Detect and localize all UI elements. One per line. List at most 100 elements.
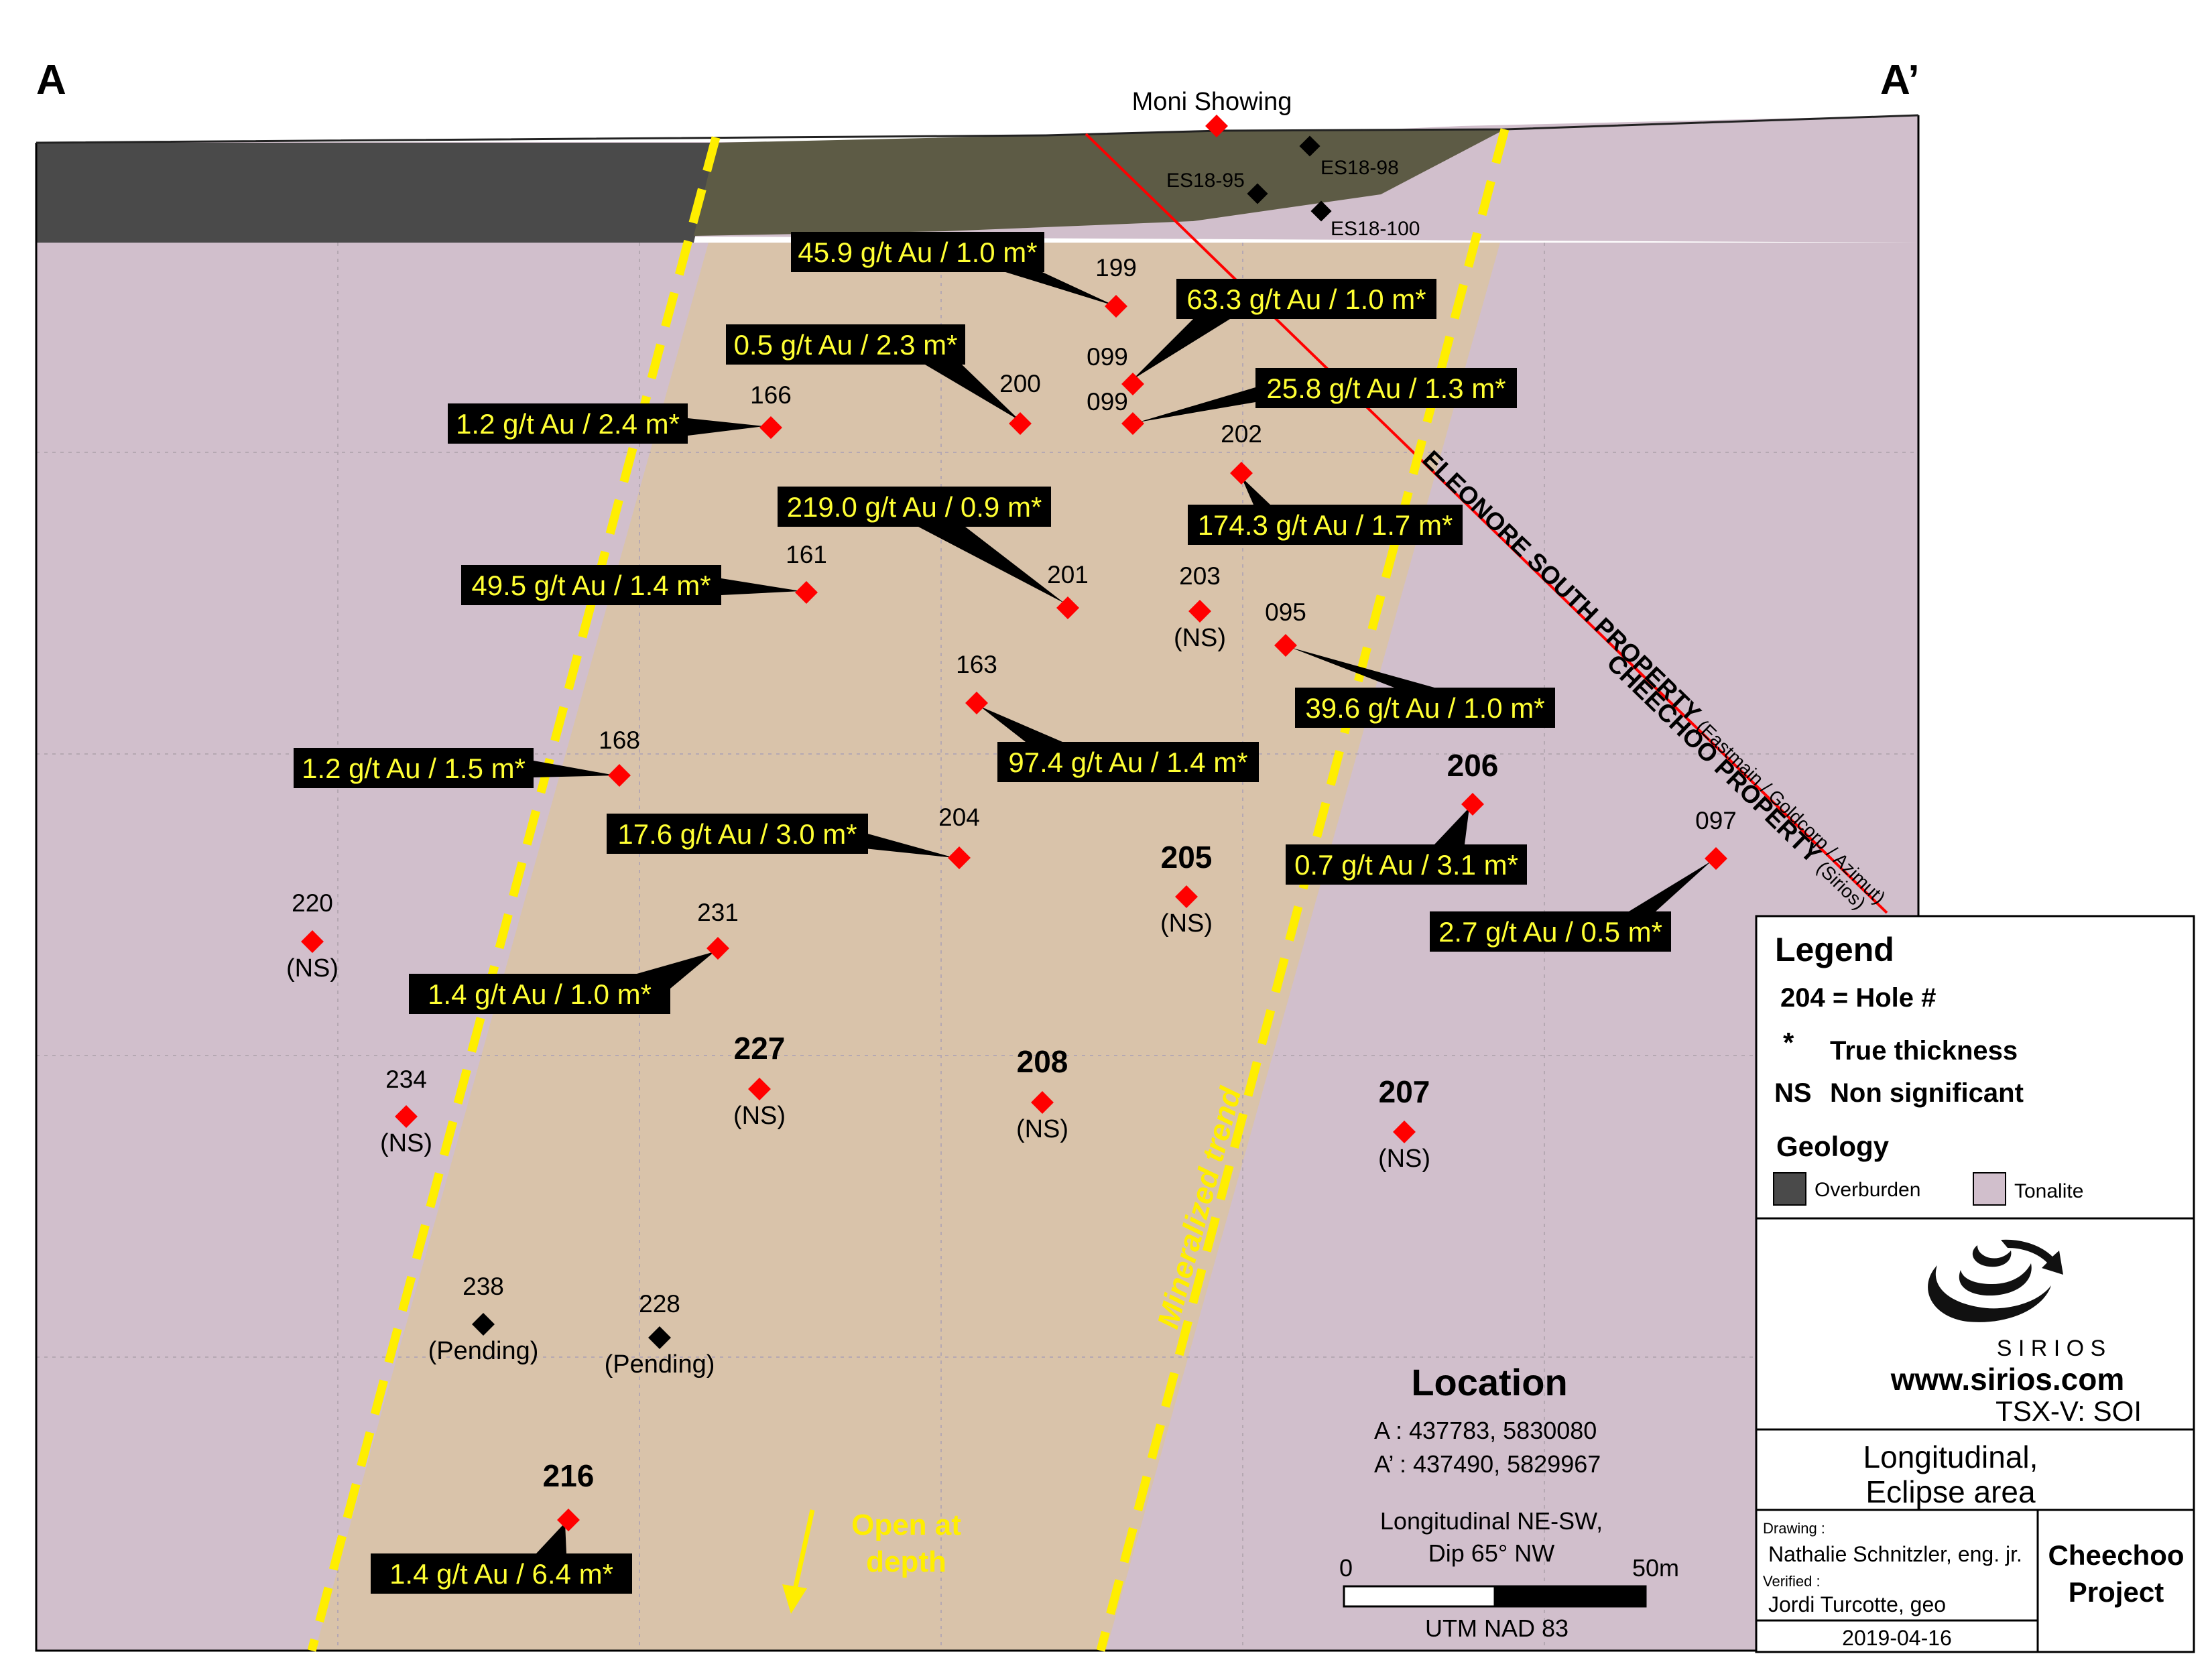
drill-hole-marker[interactable]	[472, 1313, 495, 1336]
intercept-label[interactable]: 0.7 g/t Au / 3.1 m*	[1294, 849, 1518, 881]
intercept-leader	[1629, 861, 1711, 911]
open-at-depth-arrow	[782, 1509, 815, 1614]
scale-bar-black	[1493, 1585, 1647, 1608]
intercept-leader	[980, 706, 1062, 742]
intercept-box	[726, 324, 965, 365]
intercept-box	[1255, 368, 1517, 408]
intercept-label[interactable]: 17.6 g/t Au / 3.0 m*	[617, 818, 857, 850]
legend-overburden-label: Overburden	[1815, 1179, 1920, 1201]
intercept-label[interactable]: 1.2 g/t Au / 2.4 m*	[456, 408, 680, 440]
intercept-leaders	[534, 272, 1711, 1553]
drill-hole-id: 234	[385, 1066, 427, 1093]
intercept-label[interactable]: 49.5 g/t Au / 1.4 m*	[471, 570, 711, 601]
surface-hole-marker[interactable]	[1310, 200, 1332, 222]
intercept-label[interactable]: 1.4 g/t Au / 1.0 m*	[428, 978, 652, 1010]
moni-showing-marker[interactable]	[1205, 115, 1228, 137]
intercept-label[interactable]: 1.2 g/t Au / 1.5 m*	[302, 753, 526, 784]
intercept-label[interactable]: 97.4 g/t Au / 1.4 m*	[1008, 747, 1247, 778]
drill-hole-status: (NS)	[380, 1129, 432, 1157]
intercept-leader	[918, 527, 1064, 603]
drill-hole-marker[interactable]	[1274, 634, 1297, 657]
intercept-label[interactable]: 1.4 g/t Au / 6.4 m*	[389, 1558, 613, 1590]
drill-hole-marker[interactable]	[608, 764, 631, 787]
surface-hole-label: ES18-98	[1320, 157, 1399, 179]
drill-hole-marker[interactable]	[759, 416, 782, 439]
intercept-box	[791, 232, 1044, 272]
intercept-label[interactable]: 219.0 g/t Au / 0.9 m*	[787, 491, 1042, 523]
intercept-leader	[858, 831, 955, 858]
company-website: www.sirios.com	[1890, 1362, 2125, 1397]
surface-hole-label: ES18-95	[1166, 170, 1245, 192]
drill-hole-marker[interactable]	[1461, 793, 1484, 816]
drill-hole-id: 204	[938, 804, 980, 831]
drawing-title-line-1: Longitudinal,	[1863, 1440, 2038, 1474]
drill-hole-marker[interactable]	[1009, 412, 1032, 435]
intercept-box	[448, 403, 688, 444]
drill-hole-marker[interactable]	[395, 1105, 418, 1128]
trend-boundary-left	[307, 136, 721, 1652]
intercept-box	[1176, 279, 1436, 319]
drill-hole-marker[interactable]	[648, 1326, 671, 1349]
drill-hole-id: 168	[599, 726, 640, 754]
drill-hole-status: (NS)	[1174, 624, 1226, 652]
surface-hole-marker[interactable]	[1247, 183, 1268, 204]
intercept-leader	[1290, 647, 1434, 688]
intercept-label[interactable]: 63.3 g/t Au / 1.0 m*	[1186, 283, 1426, 315]
moni-showing-label: Moni Showing	[1132, 88, 1292, 116]
drill-hole-marker[interactable]	[1393, 1121, 1416, 1143]
intercept-label[interactable]: 174.3 g/t Au / 1.7 m*	[1198, 509, 1453, 541]
drill-hole-id: 238	[463, 1273, 504, 1300]
drill-hole-id: 095	[1265, 598, 1306, 626]
drill-hole-marker[interactable]	[1056, 596, 1079, 619]
company-ticker: TSX-V: SOI	[1995, 1395, 2142, 1427]
drill-hole-marker[interactable]	[1105, 295, 1127, 318]
drill-hole-marker[interactable]	[1031, 1091, 1054, 1114]
drill-hole-marker[interactable]	[948, 846, 971, 869]
drill-hole-marker[interactable]	[1121, 373, 1144, 395]
project-name-line-2: Project	[2069, 1576, 2164, 1608]
intercept-label[interactable]: 0.5 g/t Au / 2.3 m*	[734, 329, 958, 361]
drill-hole-status: (NS)	[1160, 909, 1213, 938]
scale-bar-white	[1343, 1585, 1496, 1608]
drill-hole-id: 228	[639, 1290, 680, 1318]
intercept-leader	[536, 1523, 566, 1553]
drill-hole-status: (Pending)	[605, 1350, 715, 1379]
intercept-box	[409, 974, 670, 1014]
intercept-label[interactable]: 25.8 g/t Au / 1.3 m*	[1266, 373, 1506, 404]
intercept-box	[1295, 688, 1555, 728]
section-end-a: A	[36, 57, 66, 103]
legend-panel: Legend 204 = Hole # * True thickness NS …	[1755, 915, 2195, 1653]
drill-hole-marker[interactable]	[748, 1078, 771, 1100]
verified-by-label: Verified :	[1763, 1573, 1821, 1590]
drill-hole-marker[interactable]	[706, 937, 729, 960]
intercept-box	[778, 487, 1051, 527]
drill-hole-marker[interactable]	[1188, 600, 1211, 623]
drill-hole-marker[interactable]	[1230, 462, 1253, 485]
location-block: Location A : 437783, 5830080 A’ : 437490…	[1339, 1361, 1679, 1642]
surface-hole-label: ES18-100	[1331, 218, 1420, 240]
drill-hole-id: 206	[1447, 748, 1499, 783]
drill-hole-id: 205	[1161, 840, 1213, 875]
intercept-leader	[1241, 477, 1270, 505]
intercept-leader	[1133, 319, 1230, 379]
legend-hole-key: 204 = Hole #	[1780, 983, 1936, 1013]
drill-hole-status: (NS)	[286, 954, 339, 982]
intercept-leader	[688, 418, 764, 436]
drill-hole-marker[interactable]	[301, 930, 324, 953]
tonalite-swatch	[1973, 1172, 2006, 1206]
intercept-label[interactable]: 45.9 g/t Au / 1.0 m*	[798, 237, 1037, 268]
intercept-label[interactable]: 2.7 g/t Au / 0.5 m*	[1438, 916, 1662, 948]
location-a-prime-coords: A’ : 437490, 5829967	[1374, 1450, 1601, 1478]
drill-hole-marker[interactable]	[965, 692, 988, 714]
drill-hole-marker[interactable]	[795, 581, 818, 604]
verified-by-name: Jordi Turcotte, geo	[1768, 1592, 1946, 1616]
scale-bar-max: 50m	[1632, 1554, 1679, 1582]
drill-hole-id: 163	[956, 651, 997, 678]
intercept-box	[1430, 911, 1671, 952]
drill-hole-id: 202	[1221, 420, 1262, 448]
drill-hole-marker[interactable]	[1121, 412, 1144, 435]
drill-hole-marker[interactable]	[1175, 885, 1198, 908]
drill-hole-marker[interactable]	[1705, 847, 1727, 870]
intercept-label[interactable]: 39.6 g/t Au / 1.0 m*	[1305, 692, 1544, 724]
